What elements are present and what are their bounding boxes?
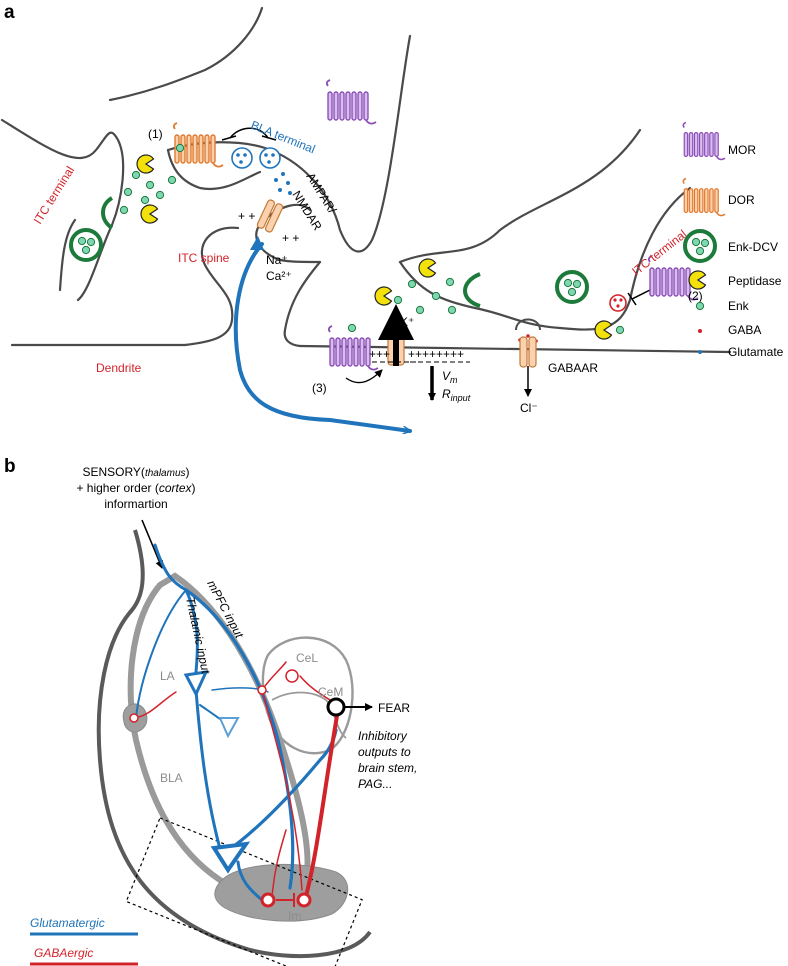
gaba-release-site	[515, 318, 541, 331]
spine-charges-right: + +	[282, 231, 299, 245]
projection-neuron-la	[183, 670, 209, 698]
mor-to-k-arrow	[345, 369, 383, 384]
peptidase-left-top	[136, 154, 155, 174]
panel-a-label: a	[4, 2, 15, 23]
legend-label-mor: MOR	[728, 143, 756, 157]
itc-spine-label: ITC spine	[178, 251, 230, 265]
peptidase-right-1	[374, 286, 393, 306]
cem-neuron	[326, 697, 346, 717]
itc-right-release-site	[463, 272, 481, 308]
projection-neuron-la-small	[218, 717, 240, 739]
bla-vesicle-left	[231, 147, 253, 169]
marker-2: (2)	[688, 289, 703, 303]
bla-terminal-label: BLA terminal	[249, 118, 317, 156]
inhibition-arc	[229, 127, 269, 139]
marker-1: (1)	[148, 127, 163, 141]
legend-gabaergic: GABAergic	[34, 946, 93, 960]
peptidase-left-bottom	[140, 204, 159, 224]
legend-label-peptidase: Peptidase	[728, 274, 782, 288]
k-ion-label: K⁺	[400, 315, 414, 329]
legend-label-glutamate: Glutamate	[728, 345, 784, 359]
input-arrow	[141, 519, 163, 569]
outputs-line-1: Inhibitory	[358, 729, 408, 743]
projection-neuron-bla	[210, 841, 251, 874]
input-line-2: + higher order (cortex)	[76, 481, 195, 495]
marker-3: (3)	[312, 381, 327, 395]
dendrite-label: Dendrite	[96, 361, 142, 375]
peptidase-right-2	[418, 258, 437, 278]
cem-label: CeM	[318, 685, 343, 699]
vm-label: Vm	[442, 369, 458, 385]
cel-neuron	[285, 669, 299, 683]
charges-left: +++	[369, 347, 390, 361]
legend: MOR DOR Enk-DCV Peptidase Enk GABA Gluta…	[682, 121, 784, 359]
itc-cluster-main	[214, 863, 349, 922]
enk-cluster-left	[119, 143, 185, 215]
na-ion-label: Na⁺	[266, 253, 288, 267]
la-label: LA	[160, 669, 175, 683]
outputs-line-3: brain stem,	[358, 761, 417, 775]
rinput-label: Rinput	[442, 387, 471, 403]
legend-label-dor: DOR	[728, 193, 755, 207]
input-line-1: SENSORY(thalamus)	[82, 465, 189, 479]
itc-neuron-lateral	[129, 713, 139, 723]
itc-neuron-main-right	[296, 892, 312, 908]
gaba-vesicle	[609, 294, 627, 312]
outputs-line-4: PAG...	[358, 777, 392, 791]
panel-b-label: b	[4, 456, 16, 477]
spine-charges-left: + +	[238, 209, 255, 223]
input-line-3: informartion	[104, 497, 167, 511]
peptidase-right-3	[594, 320, 613, 340]
bla-vesicle-right	[259, 147, 281, 169]
itc-dcv-left	[69, 228, 103, 262]
fear-label: FEAR	[378, 701, 410, 715]
gabaa-channel	[519, 336, 537, 368]
legend-label-gaba: GABA	[728, 323, 761, 337]
outputs-line-2: outputs to	[358, 745, 411, 759]
mor-receptor-top	[325, 79, 377, 125]
bla-label: BLA	[160, 771, 183, 785]
legend-label-enk: Enk	[728, 299, 750, 313]
cl-ion-label: Cl⁻	[520, 401, 538, 415]
ca-ion-label: Ca²⁺	[266, 269, 292, 283]
im-label: Im	[288, 909, 301, 923]
itc-neuron-main-left	[260, 892, 276, 908]
cel-label: CeL	[296, 651, 318, 665]
mor-inhibition-line	[631, 289, 651, 300]
legend-label-enk-dcv: Enk-DCV	[728, 240, 778, 254]
itc-dcv-right	[555, 270, 589, 304]
glutamate-release	[274, 172, 292, 195]
itc-left-release-site	[101, 196, 114, 230]
legend-glutamatergic: Glutamatergic	[30, 916, 105, 930]
itc-terminal-left-label: ITC terminal	[31, 164, 77, 227]
pathway-legend: Glutamatergic GABAergic	[30, 916, 138, 966]
charges-right: ++++++++	[408, 347, 464, 361]
depolarization-path	[233, 242, 412, 431]
cel-neuron-small	[257, 685, 267, 695]
zoom-box	[125, 817, 363, 966]
gabaar-label: GABAAR	[548, 361, 598, 375]
